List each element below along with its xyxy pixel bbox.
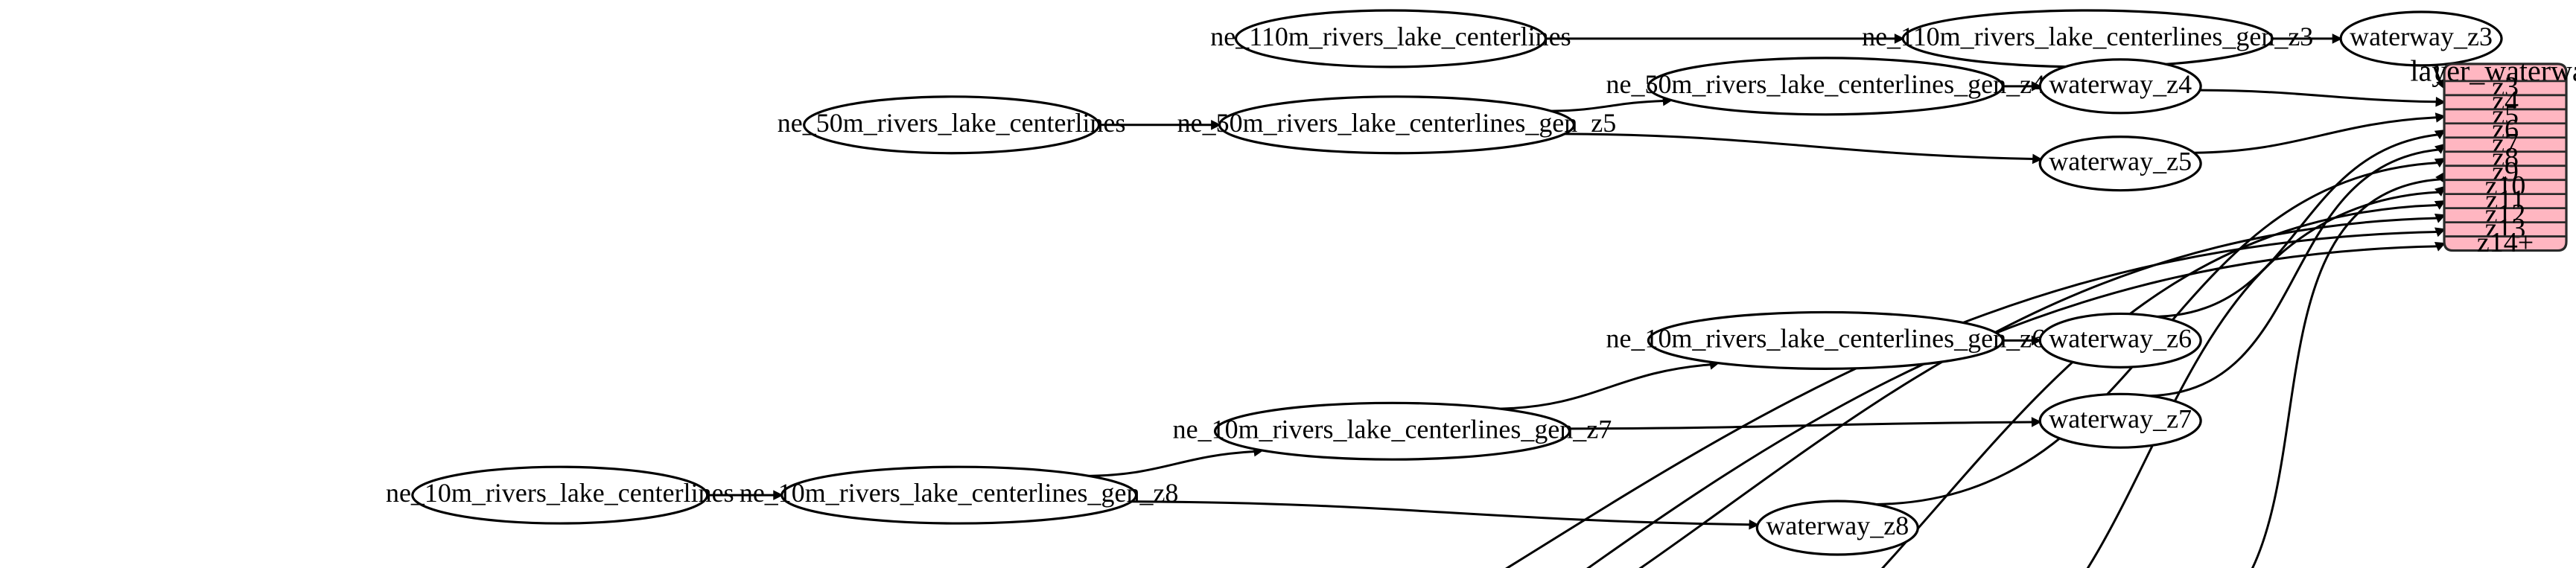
node-label: waterway_z3 xyxy=(2350,22,2493,51)
edge-arrowhead xyxy=(2435,185,2446,197)
node-shape xyxy=(1647,57,2004,116)
graph-edge-ww_z9-to-record_z9 xyxy=(2251,178,2440,568)
record-node-layer-waterway[interactable] xyxy=(2443,63,2568,252)
graph-node-ww_z3[interactable]: waterway_z3 xyxy=(2339,10,2503,67)
node-shape xyxy=(2339,10,2503,67)
record-row-z5[interactable]: z5 xyxy=(2492,100,2519,131)
edge-arrowhead xyxy=(2434,143,2446,154)
edge-arrowhead xyxy=(773,490,783,500)
graph-node-ne_110m_gen_z3[interactable]: ne_110m_rivers_lake_centerlines_gen_z3 xyxy=(1862,9,2313,68)
edge-arrowhead xyxy=(1894,33,1905,44)
edge-arrowhead xyxy=(1211,119,1221,130)
graph-edge-ww_z7-to-record_z7 xyxy=(2149,148,2439,398)
node-shape xyxy=(1218,95,1575,155)
node-label: waterway_z4 xyxy=(2049,69,2192,99)
node-shape xyxy=(803,95,1101,155)
graph-node-ww_z4[interactable]: waterway_z4 xyxy=(2038,58,2202,115)
record-row-z4[interactable]: z4 xyxy=(2492,86,2519,117)
node-shape xyxy=(1213,401,1571,461)
graph-edge-ne_10m_gen_z7-to-ww_z7 xyxy=(1568,421,2032,430)
node-label: ne_110m_rivers_lake_centerlines_gen_z3 xyxy=(1862,22,2313,51)
node-shape xyxy=(1234,9,1547,68)
edge-arrowhead xyxy=(2332,33,2343,44)
edge-arrowhead xyxy=(2434,241,2446,252)
graph-edge-ne_10m_gen_z8-to-ne_10m_gen_z7 xyxy=(1089,450,1255,477)
graph-edge-ww_z4-to-record_z4 xyxy=(2199,89,2437,103)
graph-node-ww_z5[interactable]: waterway_z5 xyxy=(2038,135,2202,192)
node-shape xyxy=(1755,500,1919,556)
record-row-z12[interactable]: z12 xyxy=(2485,199,2526,230)
graph-node-ne_10m[interactable]: ne_10m_rivers_lake_centerlines xyxy=(386,465,734,525)
node-label: ne_10m_rivers_lake_centerlines_gen_z7 xyxy=(1173,414,1612,444)
edge-arrowhead xyxy=(2434,214,2446,223)
record-row-z13[interactable]: z13 xyxy=(2485,213,2526,244)
node-shape xyxy=(1647,310,2004,370)
node-label: waterway_z7 xyxy=(2049,403,2192,433)
edge-arrowhead xyxy=(2032,153,2043,165)
node-shape xyxy=(2038,392,2202,449)
graph-node-ne_10m_gen_z7[interactable]: ne_10m_rivers_lake_centerlines_gen_z7 xyxy=(1173,401,1612,461)
graph-node-ne_110m[interactable]: ne_110m_rivers_lake_centerlines xyxy=(1210,9,1571,68)
graph-node-ww_z6[interactable]: waterway_z6 xyxy=(2038,312,2202,368)
nodes-layer: imposm3osm_waterway_linestringosm_import… xyxy=(386,9,2503,556)
node-label: ne_50m_rivers_lake_centerlines xyxy=(777,108,1126,138)
graph-edge-ne_10m_gen_z8-to-ww_z8 xyxy=(1131,500,1750,526)
record-node-layer: layer_waterwayz3z4z5z6z7z8z9z10z11z12z13… xyxy=(2410,54,2576,258)
node-shape xyxy=(780,465,1138,525)
edge-arrowhead xyxy=(1749,519,1760,530)
graph-node-ne_50m[interactable]: ne_50m_rivers_lake_centerlines xyxy=(777,95,1126,155)
record-row-z8[interactable]: z8 xyxy=(2492,142,2519,173)
graph-edge-ww_z12-to-record_z12 xyxy=(1638,217,2437,568)
record-row-z3[interactable]: z3 xyxy=(2492,71,2519,103)
node-label: ne_10m_rivers_lake_centerlines xyxy=(386,478,734,508)
graph-edge-ne_50m_gen_z5-to-ne_50m_gen_z4 xyxy=(1551,99,1664,112)
edge-arrowhead xyxy=(2435,112,2446,123)
node-label: ne_10m_rivers_lake_centerlines_gen_z8 xyxy=(740,478,1179,508)
graph-node-ne_10m_gen_z8[interactable]: ne_10m_rivers_lake_centerlines_gen_z8 xyxy=(740,465,1179,525)
graph-edge-ww_z14-to-record_z14 xyxy=(1586,245,2437,568)
node-label: ne_110m_rivers_lake_centerlines xyxy=(1210,22,1571,51)
edge-arrowhead xyxy=(2435,227,2446,237)
graph-node-ww_z8[interactable]: waterway_z8 xyxy=(1755,500,1919,556)
edge-arrowhead xyxy=(2434,200,2446,210)
node-shape xyxy=(411,465,709,525)
graph-edge-ne_50m_gen_z5-to-ww_z5 xyxy=(1565,133,2034,160)
graph-edge-ww_z5-to-record_z5 xyxy=(2194,116,2437,154)
edge-arrowhead xyxy=(2434,130,2446,140)
edges-layer xyxy=(707,33,2446,568)
edge-arrowhead xyxy=(2434,158,2446,167)
graph-node-ww_z7[interactable]: waterway_z7 xyxy=(2038,392,2202,449)
graph-edge-ww_z11-to-record_z11 xyxy=(1880,203,2438,568)
node-shape xyxy=(2038,135,2202,192)
edge-arrowhead xyxy=(2031,417,2042,427)
graph-node-ne_10m_gen_z6[interactable]: ne_10m_rivers_lake_centerlines_gen_z6 xyxy=(1606,310,2046,370)
node-shape xyxy=(2038,312,2202,368)
record-row-z6[interactable]: z6 xyxy=(2492,114,2519,145)
record-row-z11[interactable]: z11 xyxy=(2485,185,2525,216)
record-row-z14plus[interactable]: z14+ xyxy=(2477,227,2534,258)
node-label: waterway_z6 xyxy=(2049,323,2192,353)
node-label: ne_50m_rivers_lake_centerlines_gen_z4 xyxy=(1606,69,2046,99)
graph-node-ne_50m_gen_z4[interactable]: ne_50m_rivers_lake_centerlines_gen_z4 xyxy=(1606,57,2046,116)
record-row-z9[interactable]: z9 xyxy=(2492,156,2519,188)
record-row-z7[interactable]: z7 xyxy=(2492,128,2519,159)
node-label: waterway_z5 xyxy=(2049,147,2192,176)
node-shape xyxy=(2038,58,2202,115)
graph-edge-ww_z13-to-record_z13 xyxy=(1505,231,2437,568)
node-label: ne_50m_rivers_lake_centerlines_gen_z5 xyxy=(1177,108,1617,138)
node-label: ne_10m_rivers_lake_centerlines_gen_z6 xyxy=(1606,323,2046,353)
graph-edge-ww_z10-to-record_z10 xyxy=(2086,191,2439,568)
record-row-z10[interactable]: z10 xyxy=(2485,170,2526,202)
edge-arrowhead xyxy=(2435,96,2446,107)
node-label: waterway_z8 xyxy=(1766,511,1909,540)
edge-arrowhead xyxy=(2031,81,2042,92)
graph-node-ne_50m_gen_z5[interactable]: ne_50m_rivers_lake_centerlines_gen_z5 xyxy=(1177,95,1617,155)
graph-edge-ne_10m_gen_z7-to-ne_10m_gen_z6 xyxy=(1499,363,1711,410)
edge-arrowhead xyxy=(2031,335,2042,346)
